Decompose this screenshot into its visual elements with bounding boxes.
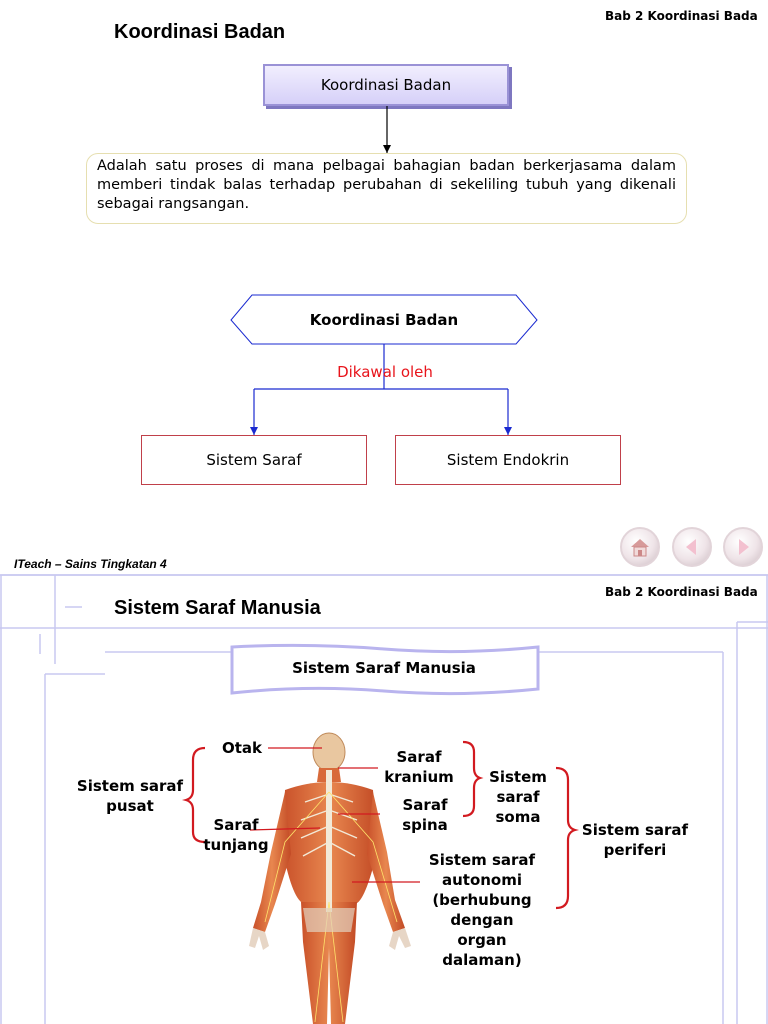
banner-label: Sistem Saraf Manusia xyxy=(292,659,476,677)
soma-brace xyxy=(462,740,484,818)
previous-icon xyxy=(686,539,696,555)
home-button[interactable] xyxy=(620,527,660,567)
hexagon-label: Koordinasi Badan xyxy=(309,311,459,329)
label-connectors xyxy=(182,740,579,910)
nervous-system-box: Sistem Saraf xyxy=(141,435,367,485)
label-sistem-saraf-periferi: Sistem saraf periferi xyxy=(581,821,689,859)
hexagon-shape xyxy=(230,294,538,345)
label-saraf-kranium: Saraf kranium xyxy=(384,748,454,786)
next-icon xyxy=(739,539,749,555)
controlled-by-label: Dikawal oleh xyxy=(337,363,433,381)
definition-box: Adalah satu proses di mana pelbagai baha… xyxy=(86,153,687,224)
concept-box: Koordinasi Badan xyxy=(263,64,509,106)
chapter-header-2: Bab 2 Koordinasi Bada xyxy=(605,585,758,599)
slide2-frame xyxy=(0,574,768,1024)
home-icon xyxy=(631,539,649,557)
label-sistem-saraf-autonomi: Sistem saraf autonomi (berhubung dengan … xyxy=(428,851,536,969)
periferi-brace xyxy=(555,766,579,910)
label-saraf-spina: Saraf spina xyxy=(402,796,448,834)
human-body-illustration xyxy=(249,732,411,1024)
pusat-brace xyxy=(182,746,206,844)
slide-title: Koordinasi Badan xyxy=(114,21,286,43)
next-button[interactable] xyxy=(723,527,763,567)
label-sistem-saraf-soma: Sistem saraf soma xyxy=(489,768,547,826)
footer-credit: ITeach – Sains Tingkatan 4 xyxy=(14,557,167,571)
slide2-title: Sistem Saraf Manusia xyxy=(114,597,321,619)
label-saraf-tunjang: Saraf tunjang xyxy=(203,816,269,854)
slide1-connectors xyxy=(230,106,538,435)
chapter-header: Bab 2 Koordinasi Bada xyxy=(605,9,758,23)
banner-shape xyxy=(230,643,540,696)
label-otak: Otak xyxy=(222,739,263,757)
endocrine-system-box: Sistem Endokrin xyxy=(395,435,621,485)
previous-button[interactable] xyxy=(672,527,712,567)
label-sistem-saraf-pusat: Sistem saraf pusat xyxy=(76,777,184,815)
